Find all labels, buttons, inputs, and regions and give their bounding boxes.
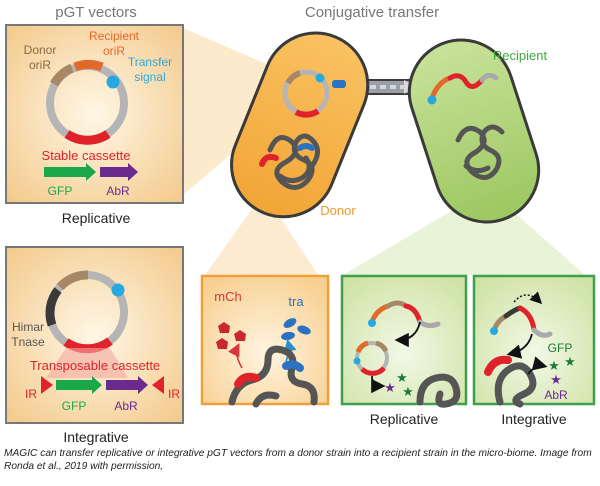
zoom-mch-gene: [234, 372, 260, 388]
recipient-incoming-strand: [429, 72, 499, 101]
donor-oriR-label-line1: Donor: [24, 43, 57, 57]
integrative-zoom-gfp-label: GFP: [548, 341, 573, 355]
integrative-plasmid: [45, 270, 128, 378]
abr-arrow: [100, 163, 138, 181]
recipient-integrative-caption: Integrative: [501, 411, 567, 427]
donor-chromosome-blue-segment: [297, 143, 315, 151]
vectors-title: pGT vectors: [55, 4, 136, 21]
recipient-chromosome: [455, 124, 505, 180]
circularization-arrow: [394, 321, 421, 348]
donor-chromosome: [267, 133, 320, 190]
integrative-green-star-1: ★: [548, 358, 560, 373]
recircularized-plasmid: [353, 340, 389, 376]
ir-right-triangle: [152, 376, 164, 394]
replicative-purple-star: ★: [384, 380, 396, 395]
ir-right-label: IR: [168, 387, 180, 401]
expression-arrow-replicative: [371, 375, 386, 394]
transfer-signal-label-line1: Transfer: [128, 55, 172, 69]
plasmid-zoom-funnel: [183, 28, 285, 195]
donor-plasmid: [282, 69, 346, 118]
ir-left-triangle: [41, 376, 53, 394]
transfer-signal-label-line2: signal: [134, 70, 165, 84]
integrative-gfp-arrow: [56, 376, 102, 394]
recipient-label: Recipient: [493, 48, 548, 63]
replicative-signal-dot: [368, 319, 376, 327]
recipient-replicative-chromosome: [416, 373, 461, 408]
recipient-oriR-label-line2: oriR: [103, 44, 125, 58]
integrative-purple-star: ★: [550, 372, 562, 387]
donor-zoom-funnel: [205, 205, 318, 275]
himar-label-line2: Tnase: [11, 335, 45, 349]
integrative-gfp-label: GFP: [62, 399, 87, 413]
recipient-integrative-chromosome: [494, 362, 537, 408]
integrative-signal-dot: [490, 327, 498, 335]
tra-proteins: [281, 318, 311, 341]
mcherry-proteins: [216, 322, 246, 349]
integrative-caption: Integrative: [63, 429, 129, 445]
replicative-plasmid: [46, 59, 128, 145]
replicative-caption: Replicative: [62, 210, 131, 226]
tra-label: tra: [288, 294, 304, 309]
figure-caption: MAGIC can transfer replicative or integr…: [4, 448, 592, 472]
donor-chromosome-red-segment: [259, 153, 279, 167]
ir-left-label: IR: [25, 387, 37, 401]
integrative-green-star-2: ★: [564, 354, 576, 369]
donor-oriR-label-line2: oriR: [29, 58, 51, 72]
gfp-arrow: [44, 163, 96, 181]
expression-arrow-integrative: [527, 356, 548, 375]
donor-cell: [230, 31, 370, 219]
mch-label: mCh: [214, 289, 241, 304]
integrative-abr-arrow: [106, 376, 148, 394]
replicative-green-star-1: ★: [396, 370, 408, 385]
integrative-abr-label: AbR: [114, 399, 138, 413]
integrative-zoom-abr-label: AbR: [544, 388, 568, 402]
zoom-tra-gene: [282, 360, 304, 372]
recipient-oriR-label-line1: Recipient: [89, 29, 140, 43]
integration-arrow: [506, 333, 533, 359]
recipient-replicative-caption: Replicative: [370, 411, 439, 427]
stable-cassette-label: Stable cassette: [42, 148, 131, 163]
abr-label: AbR: [106, 184, 130, 198]
mch-expression-arrow: [227, 343, 243, 369]
recipient-zoom-funnel: [343, 200, 585, 275]
donor-label: Donor: [320, 203, 356, 218]
recipient-transfer-signal-dot: [427, 95, 437, 105]
gfp-label: GFP: [48, 184, 73, 198]
himar-label-line1: Himar: [12, 320, 44, 334]
integrated-cassette: [484, 355, 512, 376]
transposable-cassette-label: Transposable cassette: [30, 358, 160, 373]
transfer-title: Conjugative transfer: [305, 4, 439, 21]
replicative-green-star-2: ★: [402, 384, 414, 399]
